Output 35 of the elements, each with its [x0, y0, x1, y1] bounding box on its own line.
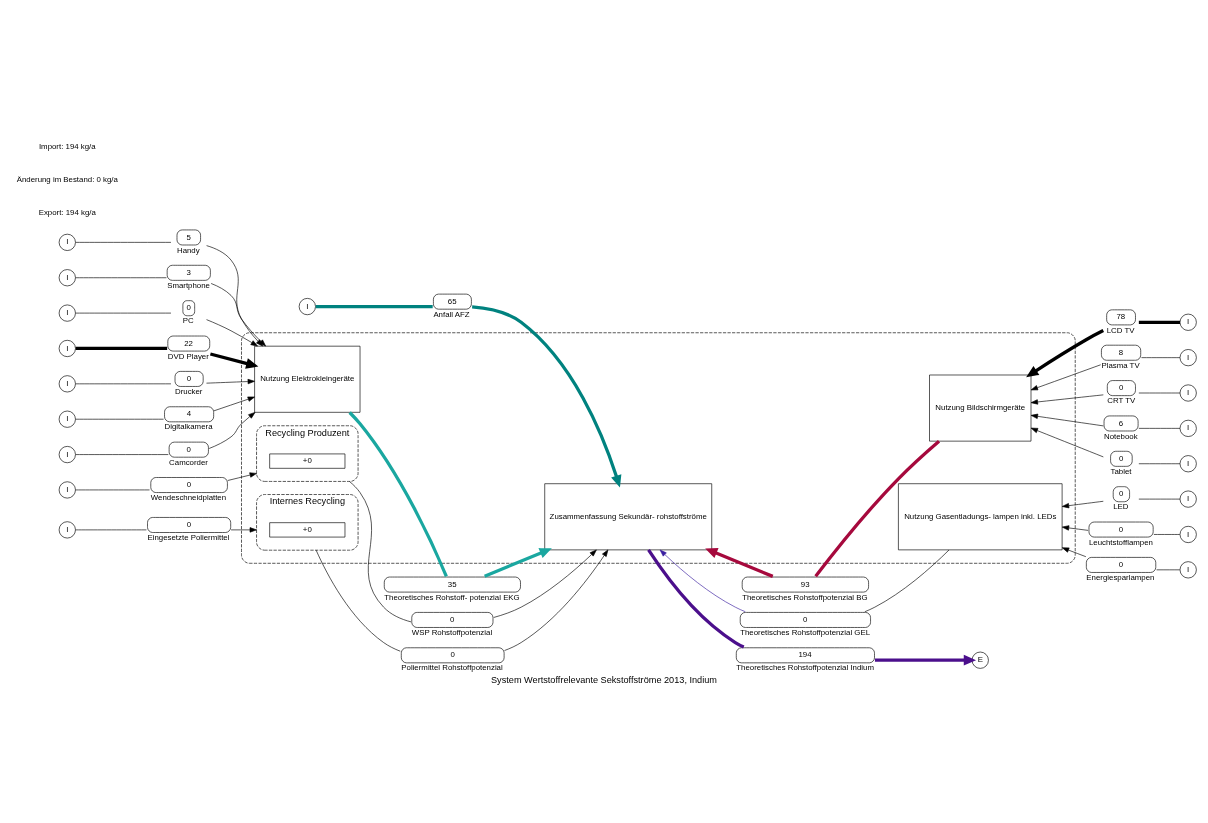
arrow	[213, 396, 255, 411]
arrow	[230, 526, 257, 532]
arrow	[227, 471, 257, 481]
connector	[315, 304, 433, 308]
connector	[814, 439, 941, 577]
arrow	[209, 351, 259, 369]
arrow	[472, 304, 622, 488]
connector	[349, 480, 412, 622]
arrow	[705, 547, 774, 578]
caption: System Wertstoffrelevante Sekstoffströme 2013, Indium	[491, 674, 717, 685]
arrow	[659, 549, 746, 612]
arrow	[1061, 546, 1087, 557]
arrow	[1061, 500, 1104, 508]
connector	[647, 548, 745, 649]
arrow	[208, 411, 256, 449]
connector	[1138, 320, 1180, 324]
cluster	[241, 331, 1076, 564]
arrow	[1030, 413, 1104, 426]
connector	[315, 549, 401, 652]
arrow	[1026, 328, 1104, 377]
connector	[1138, 427, 1181, 429]
connector	[75, 346, 168, 350]
arrow	[493, 549, 597, 618]
connector	[864, 549, 950, 612]
arrow	[206, 318, 258, 346]
arrow	[206, 378, 255, 384]
arrow	[1061, 524, 1089, 531]
arrow	[504, 549, 609, 651]
arrow	[1030, 363, 1101, 390]
connector	[1141, 356, 1181, 358]
arrow	[874, 654, 977, 666]
arrow	[1030, 394, 1104, 405]
arrow	[484, 547, 552, 578]
connector	[348, 410, 448, 577]
arrow	[1030, 427, 1104, 457]
